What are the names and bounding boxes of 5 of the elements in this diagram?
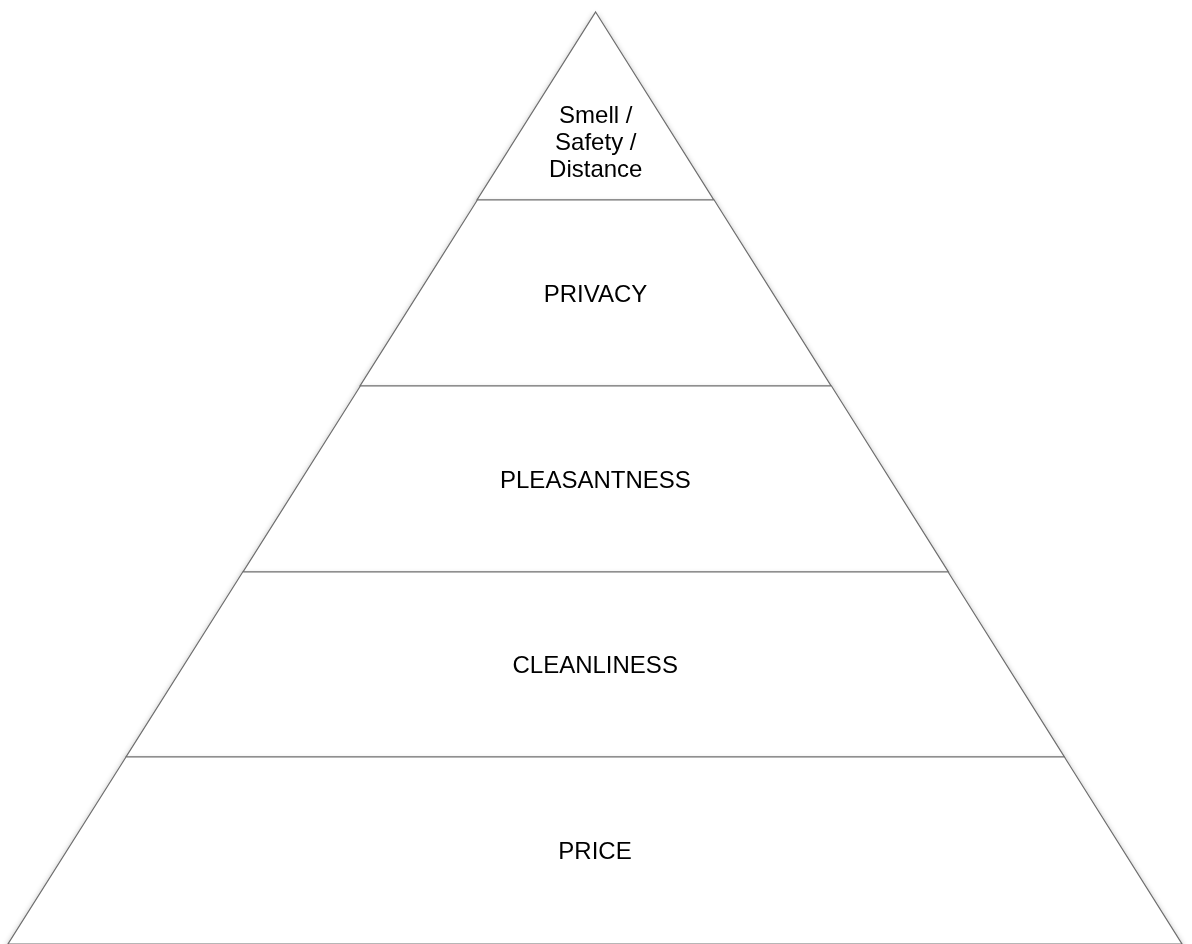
- tier-label: CLEANLINESS: [511, 651, 679, 678]
- tier-label: PRIVACY: [542, 279, 649, 307]
- tier-label: PRICE: [557, 837, 633, 864]
- tier-label: Smell / Safety / Distance: [548, 100, 644, 182]
- tier-label: PLEASANTNESS: [499, 465, 692, 493]
